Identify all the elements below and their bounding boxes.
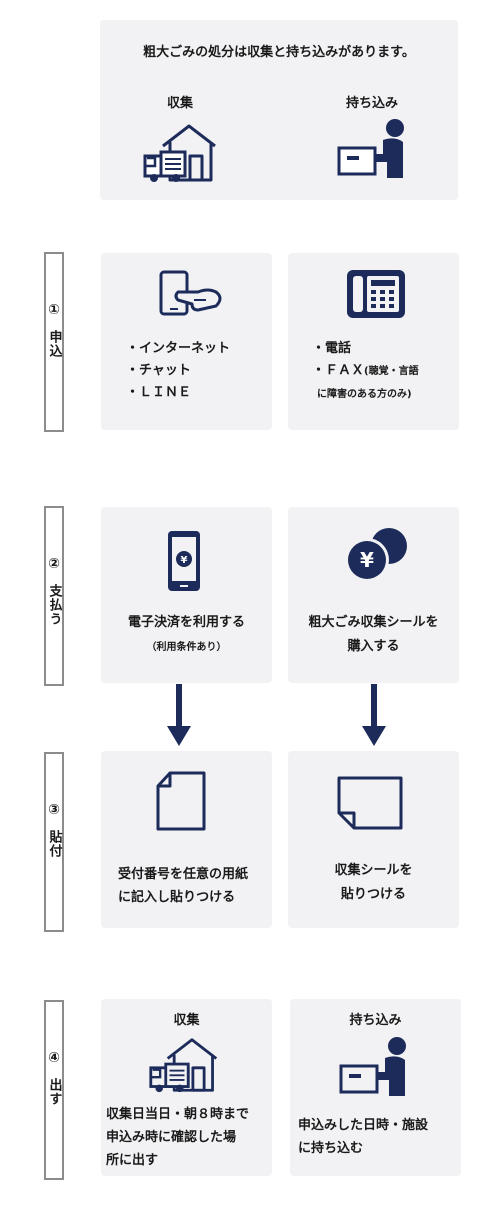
fax-phone-icon (347, 270, 405, 318)
step3-left-line-1: 受付番号を任意の用紙 (118, 867, 249, 882)
step4-right-line-2: に持ち込む (298, 1141, 364, 1156)
yen-coins-icon: ¥ (345, 528, 407, 582)
step2-right-line-2: 購入する (347, 639, 400, 654)
step2-right-line-1: 粗大ごみ収集シールを (308, 615, 439, 630)
step1-label: 申込 (46, 330, 62, 358)
step4-left-line-3: 所に出す (106, 1153, 159, 1168)
step2-label-box: ② 支払う (44, 506, 64, 686)
svg-text:¥: ¥ (181, 555, 188, 566)
truck-house-icon (143, 124, 216, 182)
step4-label-box: ④ 出す (44, 1000, 64, 1180)
step3-right-line-2: 貼りつける (340, 887, 407, 902)
smartphone-touch-icon (159, 270, 222, 316)
step3-left-panel (101, 751, 272, 928)
smartphone-yen-icon: ¥ (168, 531, 200, 591)
step4-left-line-2: 申込み時に確認した場 (106, 1130, 237, 1145)
step3-label-box: ③ 貼付 (44, 752, 64, 932)
step2-left-note: （利用条件あり） (146, 642, 227, 653)
fax-label: ・ＦＡＸ (312, 363, 365, 378)
sticker-seal-icon (337, 776, 403, 830)
step4-number: ④ (48, 1050, 60, 1066)
step1-number: ① (48, 302, 60, 318)
step2-right-panel (288, 507, 459, 683)
carry-in-label: 持ち込み (345, 96, 398, 111)
arrow-down-right (362, 684, 386, 746)
step3-right-line-1: 収集シールを (334, 863, 413, 878)
step3-right-panel (288, 751, 459, 928)
step4-left-line-1: 収集日当日・朝８時まで (106, 1107, 250, 1122)
step1-right-line-1: ・電話 (312, 341, 352, 356)
truck-house-icon-small (149, 1038, 218, 1093)
step3-number: ③ (48, 802, 60, 818)
step1-right-line-3: に障害のある方のみ) (317, 389, 412, 400)
intro-text: 粗大ごみの処分は収集と持ち込みがあります。 (143, 45, 415, 60)
svg-text:¥: ¥ (360, 548, 374, 572)
step1-right-line-2: ・ＦＡＸ(聴覚・言語 (312, 360, 419, 382)
step3-left-line-2: に記入し貼りつける (118, 890, 236, 905)
arrow-down-left (167, 684, 191, 746)
step2-label: 支払う (46, 584, 62, 626)
fax-note: (聴覚・言語 (364, 366, 419, 377)
step1-label-box: ① 申込 (44, 252, 64, 432)
step4-label: 出す (46, 1078, 62, 1106)
step4-right-title: 持ち込み (349, 1013, 402, 1028)
step1-left-item-3: ・ＬＩＮＥ (126, 385, 192, 400)
step3-label: 貼付 (46, 830, 62, 858)
step4-right-line-1: 申込みした日時・施設 (298, 1118, 429, 1133)
person-carrying-icon (337, 119, 404, 178)
person-carrying-icon-small (339, 1037, 406, 1096)
step1-left-item-2: ・チャット (126, 363, 191, 378)
step4-left-title: 収集 (173, 1013, 200, 1028)
step1-left-item-1: ・インターネット (126, 341, 231, 356)
step2-number: ② (48, 556, 60, 572)
collection-label: 収集 (166, 96, 193, 111)
step2-left-main: 電子決済を利用する (127, 615, 245, 630)
paper-sheet-icon (156, 771, 206, 831)
